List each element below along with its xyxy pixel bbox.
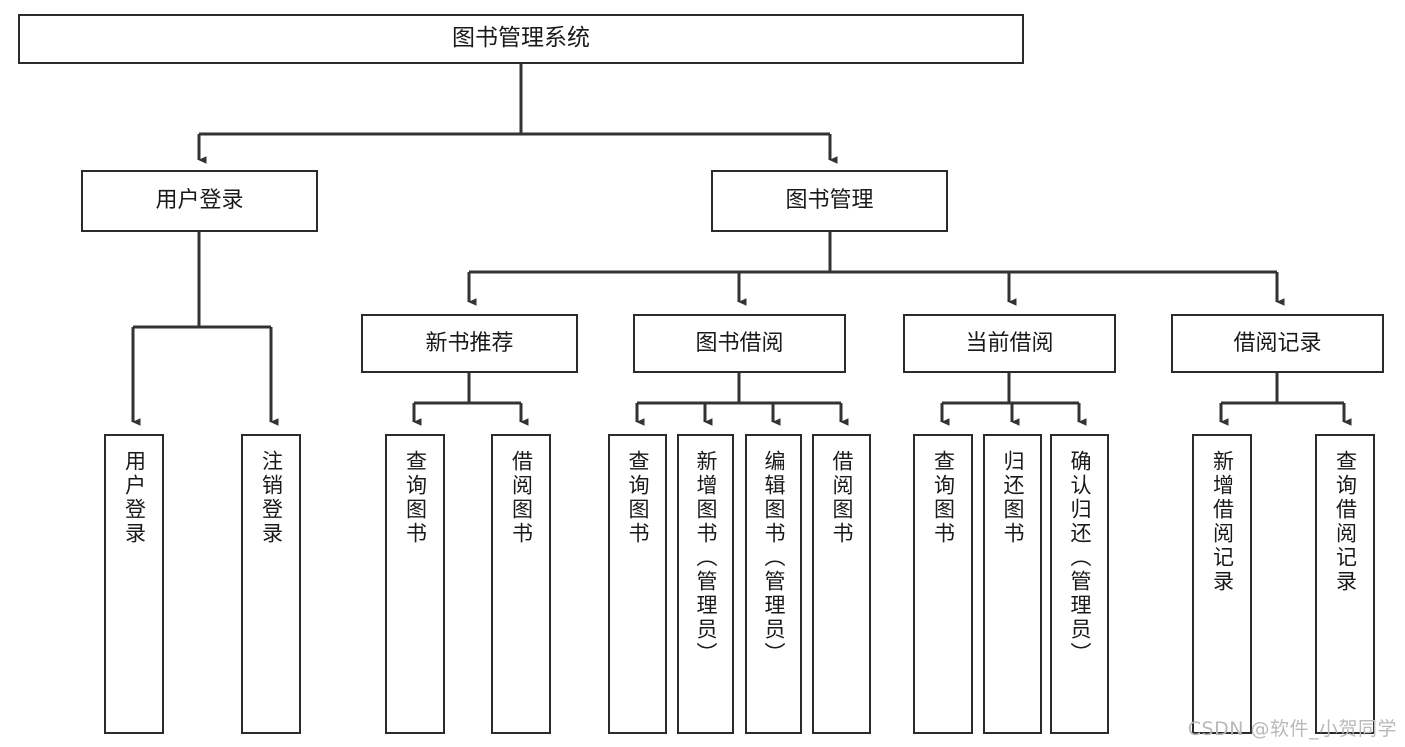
node-label: 借阅记录 <box>1233 330 1322 356</box>
csdn-watermark: CSDN @软件_小贺同学 <box>1187 718 1397 740</box>
node-label: 新增借阅记录 <box>1210 450 1235 594</box>
leaf-user-login-logout[interactable]: 注销登录 <box>241 434 301 734</box>
node-book-management[interactable]: 图书管理 <box>711 170 948 232</box>
leaf-current-return-book[interactable]: 归还图书 <box>983 434 1042 734</box>
leaf-current-query-book[interactable]: 查询图书 <box>913 434 973 734</box>
node-book-borrow[interactable]: 图书借阅 <box>633 314 846 373</box>
node-label: 用户登录 <box>122 450 147 546</box>
node-label: 查询图书 <box>403 450 428 546</box>
leaf-recommend-query-book[interactable]: 查询图书 <box>385 434 445 734</box>
node-current-borrow[interactable]: 当前借阅 <box>903 314 1116 373</box>
node-borrow-record[interactable]: 借阅记录 <box>1171 314 1384 373</box>
node-new-book-recommend[interactable]: 新书推荐 <box>361 314 578 373</box>
leaf-record-query-record[interactable]: 查询借阅记录 <box>1315 434 1375 734</box>
node-label: 查询借阅记录 <box>1333 450 1358 594</box>
node-label: 当前借阅 <box>965 330 1054 356</box>
leaf-borrow-borrow-book[interactable]: 借阅图书 <box>812 434 871 734</box>
leaf-user-login-login[interactable]: 用户登录 <box>104 434 164 734</box>
leaf-current-confirm-return-admin[interactable]: 确认归还（管理员） <box>1050 434 1109 734</box>
node-label: 编辑图书（管理员） <box>762 450 786 666</box>
leaf-record-add-record[interactable]: 新增借阅记录 <box>1192 434 1252 734</box>
node-user-login[interactable]: 用户登录 <box>81 170 318 232</box>
node-label: 图书管理系统 <box>452 25 590 52</box>
node-label: 查询图书 <box>626 450 650 546</box>
node-label: 归还图书 <box>1001 450 1025 546</box>
leaf-recommend-borrow-book[interactable]: 借阅图书 <box>491 434 551 734</box>
node-label: 新增图书（管理员） <box>694 450 718 666</box>
node-label: 确认归还（管理员） <box>1068 450 1092 666</box>
node-label: 注销登录 <box>259 450 284 546</box>
leaf-borrow-add-book-admin[interactable]: 新增图书（管理员） <box>677 434 734 734</box>
node-label: 借阅图书 <box>509 450 534 546</box>
node-label: 查询图书 <box>931 450 956 546</box>
node-label: 图书借阅 <box>695 330 784 356</box>
node-label: 图书管理 <box>785 188 874 214</box>
node-label: 新书推荐 <box>425 330 514 356</box>
leaf-borrow-edit-book-admin[interactable]: 编辑图书（管理员） <box>745 434 802 734</box>
node-label: 用户登录 <box>155 188 244 214</box>
node-label: 借阅图书 <box>830 450 854 546</box>
node-root-book-management-system[interactable]: 图书管理系统 <box>18 14 1024 64</box>
leaf-borrow-query-book[interactable]: 查询图书 <box>608 434 667 734</box>
